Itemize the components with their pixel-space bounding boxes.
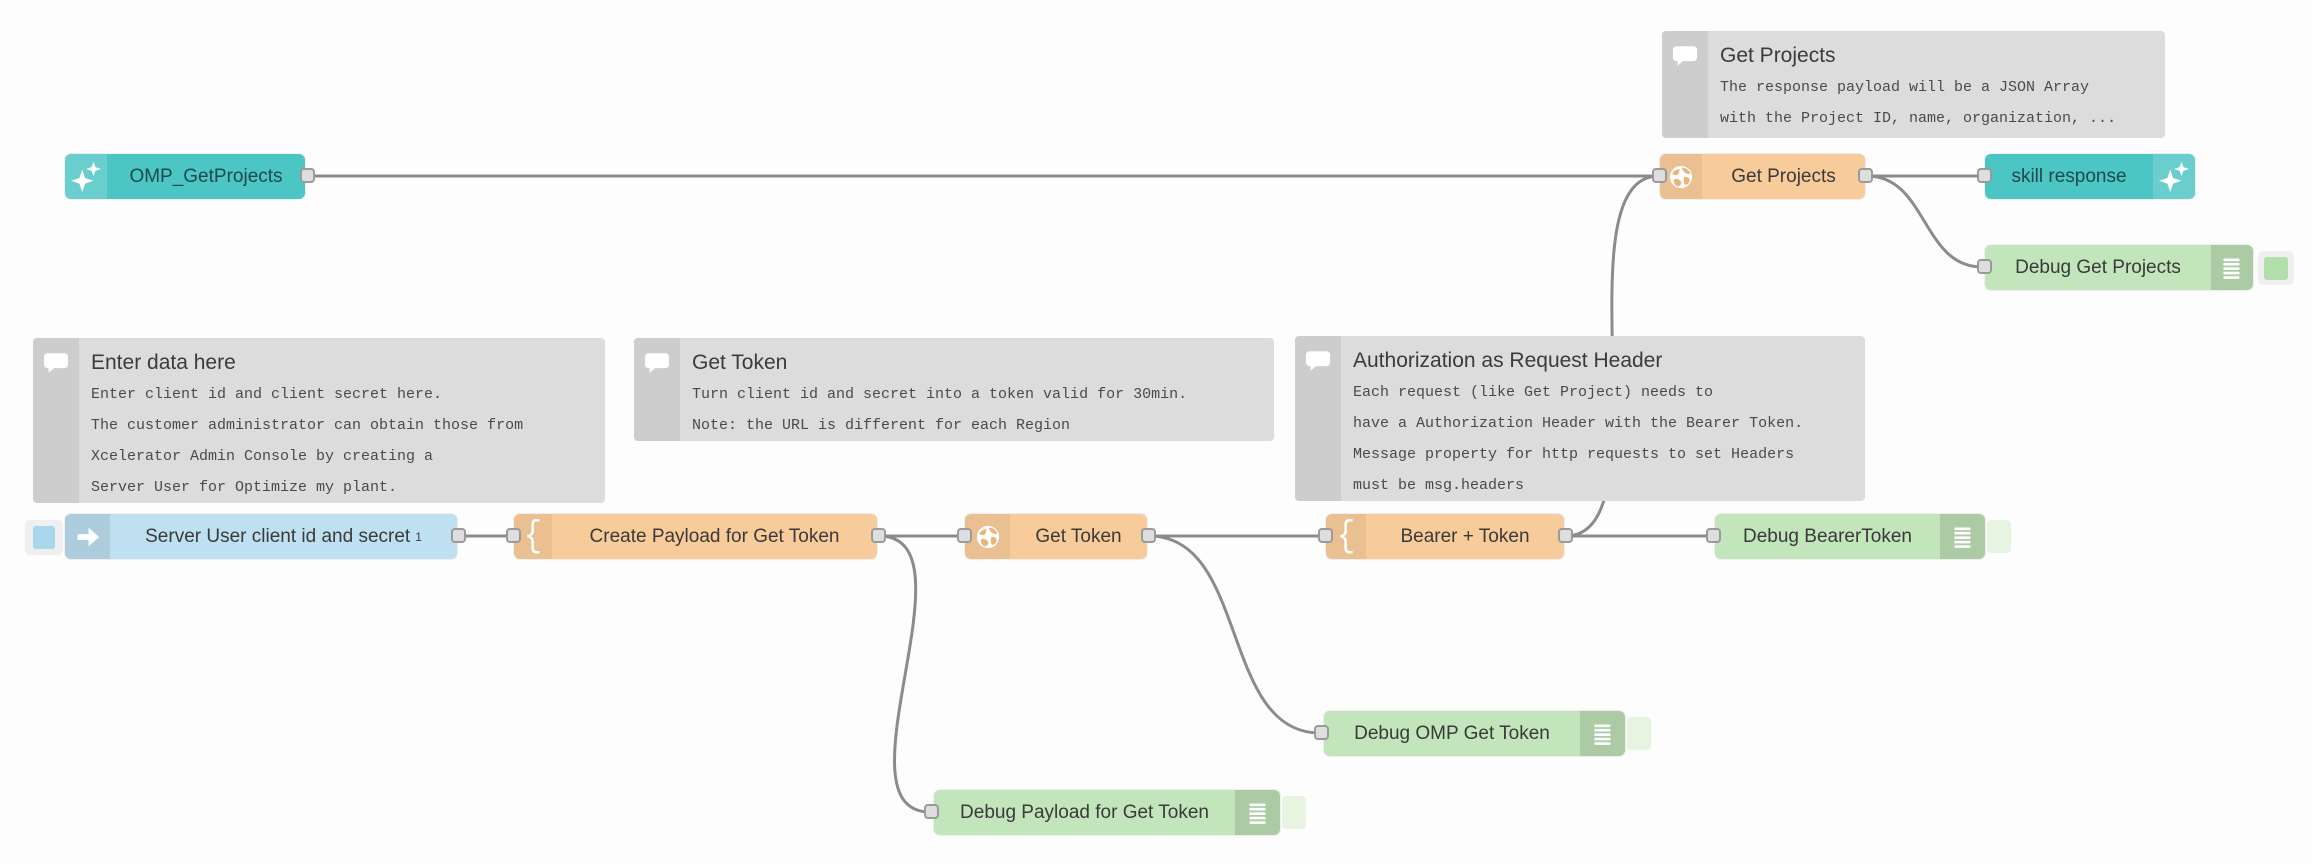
comment-text-line: The customer administrator can obtain th… (91, 417, 524, 434)
input-port[interactable] (1977, 168, 1992, 183)
input-port[interactable] (957, 528, 972, 543)
sparkle-icon (65, 154, 107, 199)
output-port[interactable] (871, 528, 886, 543)
node-get-projects[interactable]: Get Projects (1660, 154, 1865, 199)
comment-text-line: Message property for http requests to se… (1353, 446, 1795, 463)
node-label: Create Payload for Get Token (589, 525, 840, 547)
node-label: Debug Payload for Get Token (960, 801, 1209, 823)
input-port[interactable] (1314, 725, 1329, 740)
wire-createpayload-to-debugpayload[interactable] (877, 534, 932, 814)
inject-arrow-icon (65, 514, 110, 559)
node-create-payload[interactable]: { Create Payload for Get Token (514, 514, 877, 559)
inject-button-state (33, 526, 55, 549)
output-port[interactable] (300, 168, 315, 183)
comment-text-line: Xcelerator Admin Console by creating a (91, 448, 434, 465)
output-port[interactable] (1558, 528, 1573, 543)
sparkle-icon (2153, 154, 2195, 199)
debug-toggle-button[interactable] (1627, 717, 1651, 750)
comment-get-token[interactable]: Get Token Turn client id and secret into… (634, 338, 1274, 441)
node-debug-omp-get-token[interactable]: Debug OMP Get Token (1324, 711, 1625, 756)
node-debug-bearer-token[interactable]: Debug BearerToken (1715, 514, 1985, 559)
node-label: Get Token (1035, 525, 1122, 547)
debug-list-icon (1580, 711, 1625, 756)
debug-toggle-state (2264, 256, 2288, 280)
comment-text-line: have a Authorization Header with the Bea… (1353, 415, 1804, 432)
debug-list-icon (1235, 790, 1280, 835)
comment-title: Get Projects (1720, 44, 1836, 67)
comment-bubble-icon (33, 338, 79, 503)
function-brace-icon: { (514, 514, 552, 559)
comment-text-line: Enter client id and client secret here. (91, 386, 443, 403)
comment-get-projects[interactable]: Get Projects The response payload will b… (1662, 31, 2165, 138)
node-label: Get Projects (1731, 165, 1836, 187)
node-label: Debug BearerToken (1743, 525, 1912, 547)
comment-bubble-icon (1295, 336, 1341, 501)
inject-button[interactable] (25, 520, 63, 555)
node-skill-response[interactable]: skill response (1985, 154, 2195, 199)
globe-icon (965, 514, 1010, 559)
comment-title: Authorization as Request Header (1353, 349, 1663, 372)
debug-toggle-button[interactable] (1987, 520, 2011, 553)
inject-label-superscript: 1 (415, 529, 422, 544)
wire-gettoken-to-debugomp[interactable] (1147, 534, 1322, 735)
node-get-token[interactable]: Get Token (965, 514, 1147, 559)
function-brace-icon: { (1326, 514, 1366, 559)
node-label: Debug Get Projects (2015, 256, 2181, 278)
output-port[interactable] (1141, 528, 1156, 543)
comment-bubble-icon (1662, 31, 1708, 138)
debug-list-icon (2211, 245, 2253, 290)
comment-text-line: Server User for Optimize my plant. (91, 479, 398, 496)
input-port[interactable] (924, 804, 939, 819)
comment-text-line: Turn client id and secret into a token v… (692, 386, 1188, 403)
output-port[interactable] (1858, 168, 1873, 183)
node-label: Debug OMP Get Token (1354, 722, 1550, 744)
globe-icon (1660, 154, 1702, 199)
output-port[interactable] (451, 528, 466, 543)
input-port[interactable] (506, 528, 521, 543)
node-debug-get-projects[interactable]: Debug Get Projects (1985, 245, 2253, 290)
node-omp-getprojects[interactable]: OMP_GetProjects (65, 154, 305, 199)
debug-toggle-button[interactable] (1282, 796, 1306, 829)
debug-toggle-button[interactable] (2258, 251, 2294, 285)
comment-text-line: Each request (like Get Project) needs to (1353, 384, 1714, 401)
node-label: skill response (2011, 165, 2127, 187)
wire-getprojects-to-debug[interactable] (1865, 174, 1984, 269)
input-port[interactable] (1977, 259, 1992, 274)
comment-enter-data-here[interactable]: Enter data here Enter client id and clie… (33, 338, 605, 503)
node-label: Bearer + Token (1400, 525, 1530, 547)
input-port[interactable] (1652, 168, 1667, 183)
node-bearer-token[interactable]: { Bearer + Token (1326, 514, 1564, 559)
node-debug-payload[interactable]: Debug Payload for Get Token (934, 790, 1280, 835)
comment-authorization-header[interactable]: Authorization as Request Header Each req… (1295, 336, 1865, 501)
input-port[interactable] (1318, 528, 1333, 543)
comment-text-line: The response payload will be a JSON Arra… (1720, 79, 2090, 96)
comment-title: Get Token (692, 351, 788, 374)
comment-text-line: must be msg.headers (1353, 477, 1525, 494)
node-label: OMP_GetProjects (129, 165, 283, 187)
comment-bubble-icon (634, 338, 680, 441)
comment-text-line: Note: the URL is different for each Regi… (692, 417, 1071, 434)
input-port[interactable] (1706, 528, 1721, 543)
comment-title: Enter data here (91, 351, 236, 374)
comment-text-line: with the Project ID, name, organization,… (1720, 110, 2117, 127)
debug-list-icon (1940, 514, 1985, 559)
